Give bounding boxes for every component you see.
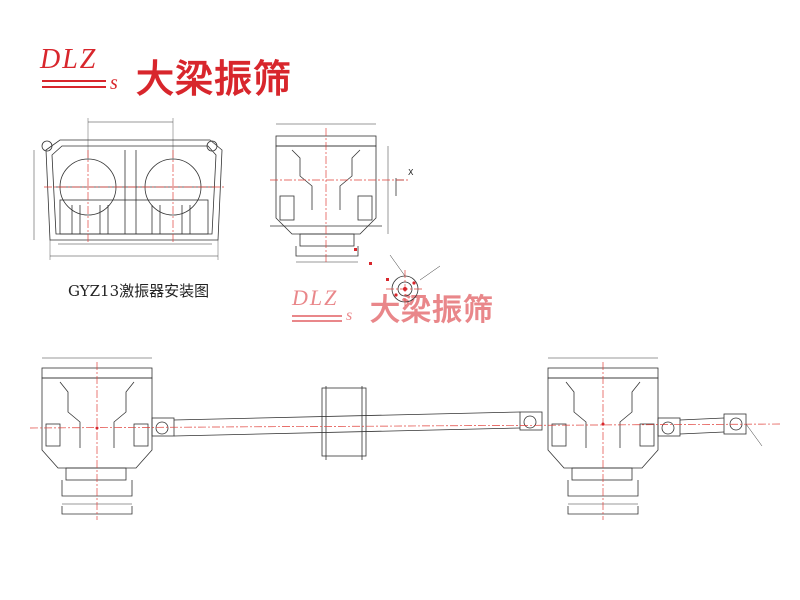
logo-letters: DLZ bbox=[40, 44, 98, 75]
lifting-eye-right bbox=[206, 140, 218, 152]
red-markers bbox=[95, 248, 605, 430]
logo-mark: DLZ s bbox=[38, 40, 130, 100]
brand-logo: DLZ s 大梁振筛 bbox=[38, 40, 308, 110]
side-view bbox=[270, 123, 404, 263]
bottom-assembly bbox=[41, 357, 763, 515]
watermark-letters: DLZ bbox=[292, 285, 339, 310]
brand-name: 大梁振筛 bbox=[136, 57, 293, 101]
side-view-label: X bbox=[408, 168, 414, 177]
logo-underline-2 bbox=[42, 86, 106, 88]
logo-sub-letter: s bbox=[110, 72, 118, 94]
watermark-logo: DLZ s 大梁振筛 bbox=[290, 283, 540, 333]
watermark-underline bbox=[292, 315, 342, 317]
front-view bbox=[33, 118, 223, 260]
lifting-eye-left bbox=[41, 140, 53, 152]
watermark-sub-letter: s bbox=[346, 307, 353, 324]
watermark-underline-2 bbox=[292, 320, 342, 322]
coupling-left bbox=[155, 421, 169, 435]
center-lines bbox=[29, 128, 781, 520]
watermark-name: 大梁振筛 bbox=[370, 293, 494, 328]
coupling-mid bbox=[523, 415, 537, 429]
coupling-right bbox=[661, 421, 675, 435]
logo-underline bbox=[42, 80, 106, 82]
drawing-caption: GYZ13激振器安装图 bbox=[68, 282, 210, 300]
watermark-mark: DLZ s bbox=[290, 283, 382, 343]
